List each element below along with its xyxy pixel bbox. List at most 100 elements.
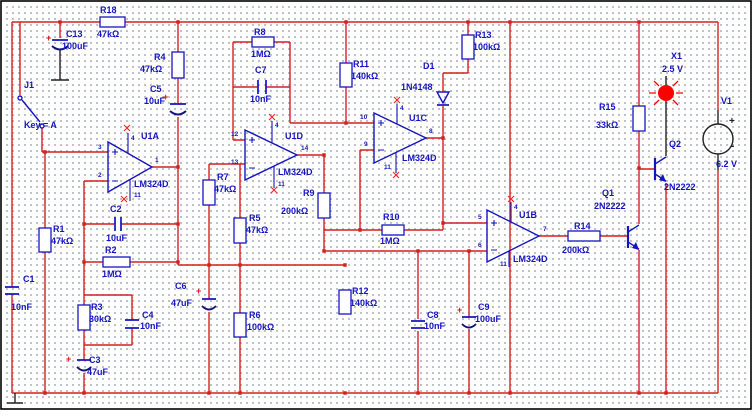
r15-ref-label: R15 [599,102,616,112]
c6-ref-label: C6 [175,281,187,291]
resistor-r3[interactable] [77,304,91,331]
resistor-r7[interactable] [202,179,216,206]
resistor-r5[interactable] [233,217,247,244]
c3-value-label: 47uF [87,367,109,377]
wire-net[interactable] [11,21,719,394]
r10-ref-label: R10 [383,212,400,222]
d1-ref-label: D1 [423,61,435,71]
u1b-part-label: LM324D [513,254,548,264]
r13-ref-label: R13 [475,30,492,40]
u1c-pin-out: 8 [429,128,433,135]
c13-ref-label: C13 [66,29,83,39]
u1b-pin-out: 7 [543,226,547,233]
lamp-x1[interactable] [649,80,683,106]
q1-emitter-arrow [632,242,639,250]
r7-ref-label: R7 [217,172,229,182]
q2-ref-label: Q2 [669,139,682,149]
resistor-r1[interactable] [38,227,52,253]
r2-value-label: 1MΩ [102,269,122,279]
u1b-ref-label: U1B [519,210,538,220]
resistor-r13[interactable] [461,34,475,60]
resistor-r9[interactable] [317,192,331,219]
u1a-pin-vn: 11 [134,192,141,199]
x1-ref-label: X1 [671,51,683,61]
u1a-ref-label: U1A [141,131,160,141]
grid-dots [2,2,750,408]
r4-ref-label: R4 [154,52,166,62]
v1-value-label: 6.2 V [716,159,738,169]
c5-plus-mark: + [163,92,169,102]
c6-plus-mark: + [196,286,202,296]
c5-ref-label: C5 [150,84,162,94]
resistor-r10[interactable] [381,224,405,236]
q1-ref-label: Q1 [602,188,615,198]
u1a-pin-inn: 2 [98,172,102,179]
opamp-u1c[interactable] [373,111,428,165]
v1-ref-label: V1 [721,96,733,106]
c1-value-label: 10nF [11,302,33,312]
sheet-border [0,0,752,410]
c4-ref-label: C4 [142,310,154,320]
ground-and-stub-wires[interactable] [7,50,719,404]
d1-part-label: 1N4148 [401,82,433,92]
u1d-ref-label: U1D [285,131,304,141]
c9-ref-label: C9 [478,302,490,312]
resistor-r12[interactable] [338,289,352,315]
c8-ref-label: C8 [427,310,439,320]
r18-value-label: 47kΩ [97,29,120,39]
c13-value-label: 100uF [62,41,89,51]
c1-ref-label: C1 [23,274,35,284]
u1c-pin-inn: 9 [364,141,368,148]
r3-value-label: 30kΩ [89,314,112,324]
switch-j1[interactable] [17,95,45,129]
opamp-u1d[interactable] [244,128,299,182]
u1d-part-label: LM324D [278,167,313,177]
r7-value-label: 47kΩ [214,184,237,194]
opamp-u1b[interactable] [486,208,541,264]
c6-value-label: 47uF [171,298,193,308]
c3-ref-label: C3 [89,355,101,365]
r2-ref-label: R2 [105,245,117,255]
r1-ref-label: R1 [53,224,65,234]
transistor-q1[interactable] [626,224,640,250]
r3-ref-label: R3 [91,302,103,312]
diode-d1[interactable] [435,91,451,106]
c7-ref-label: C7 [255,65,267,75]
u1b-pin-vn: 11 [500,261,507,268]
r9-value-label: 200kΩ [281,206,309,216]
transistor-q2[interactable] [653,156,667,182]
u1c-pin-vn: 11 [384,164,391,171]
q2-part-label: 2N2222 [664,182,696,192]
r10-value-label: 1MΩ [380,236,400,246]
r15-value-label: 33kΩ [596,120,619,130]
capacitor-polar-plates[interactable] [51,45,477,372]
r1-value-label: 47kΩ [51,236,74,246]
capacitor-plates[interactable] [5,39,476,361]
c5-value-label: 10uF [144,96,166,106]
v1-minus-mark: - [731,141,735,152]
resistor-r6[interactable] [233,312,247,338]
r14-value-label: 200kΩ [562,245,590,255]
u1b-pin-inn: 6 [478,242,482,249]
u1a-part-label: LM324D [134,179,169,189]
source-v1[interactable] [702,123,734,155]
resistor-r4[interactable] [171,51,185,79]
u1b-pin-inp: 5 [478,214,482,221]
j1-key-label: Key = A [24,120,57,130]
v1-plus-mark: + [729,116,735,127]
resistor-r8[interactable] [251,36,275,48]
resistor-r2[interactable] [102,256,131,268]
resistor-r11[interactable] [339,62,353,88]
u1c-part-label: LM324D [402,153,437,163]
r12-value-label: 140kΩ [350,298,378,308]
resistor-r18[interactable] [99,16,126,28]
resistor-r15[interactable] [632,105,646,132]
resistor-r14[interactable] [567,230,601,242]
r12-ref-label: R12 [352,286,369,296]
q2-emitter-arrow [659,174,666,182]
u1d-pin-out: 14 [301,145,309,152]
u1d-pin-inp: 12 [231,131,239,138]
c13-plus-mark: + [46,33,52,43]
